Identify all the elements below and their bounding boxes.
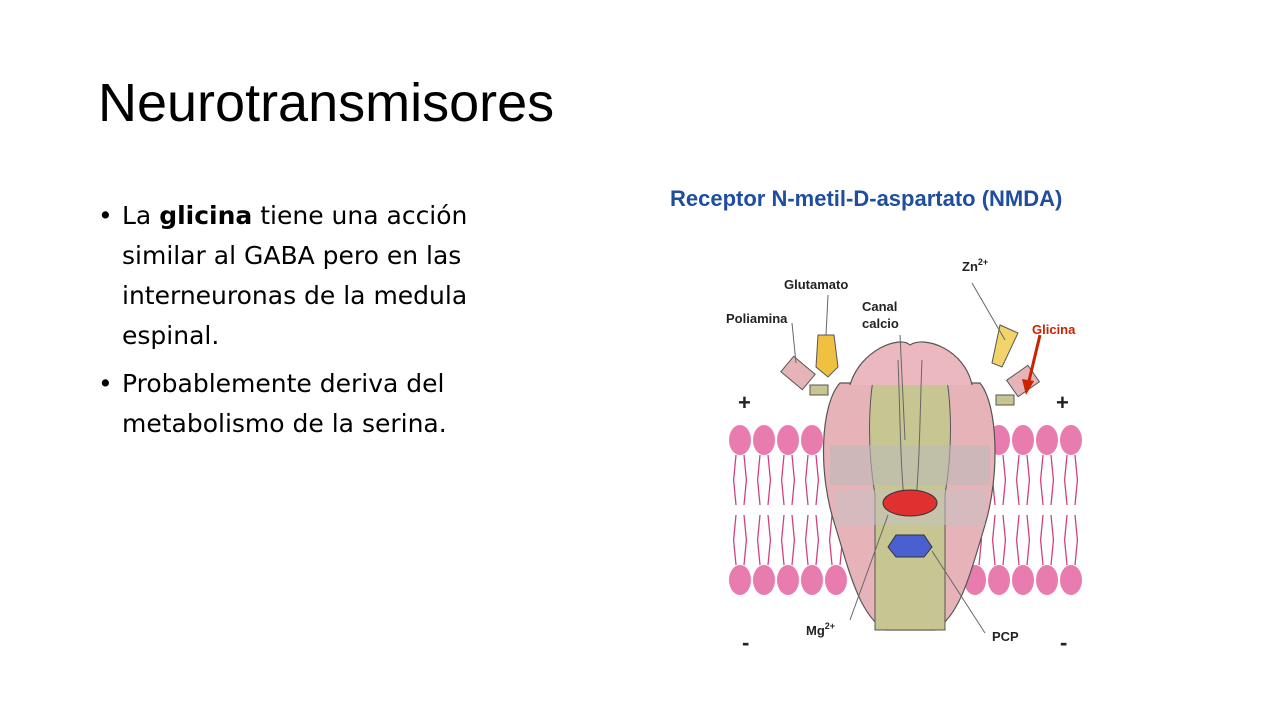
lipid-tail (804, 454, 809, 506)
label-minus-right: - (1060, 630, 1067, 655)
bullet-item: •Probablemente deriva del metabolismo de… (98, 364, 548, 444)
zn-site (991, 324, 1019, 368)
lipid-tail (1039, 454, 1044, 506)
membrane-lipid-heads (729, 425, 1082, 595)
lipid-head (988, 565, 1010, 595)
label-canal: Canal (862, 299, 897, 314)
lipid-tail (1039, 514, 1044, 566)
lipid-tail (991, 514, 996, 566)
lipid-tail (732, 514, 737, 566)
glicina-arrowhead-icon (1022, 379, 1034, 395)
lipid-tail (791, 514, 796, 566)
lipid-tail (767, 454, 772, 506)
label-pointers (791, 282, 1006, 634)
label-glicina: Glicina (1032, 322, 1076, 337)
lipid-tail (1002, 454, 1007, 506)
lipid-tail (804, 514, 809, 566)
lipid-tail (1074, 454, 1079, 506)
lipid-tail (1026, 514, 1031, 566)
label-zn: Zn2+ (962, 257, 988, 274)
lipid-head (753, 425, 775, 455)
lipid-tail (767, 514, 772, 566)
lipid-tail (1050, 514, 1055, 566)
lipid-tail (791, 454, 796, 506)
slide-title: Neurotransmisores (98, 73, 555, 133)
lipid-head (729, 565, 751, 595)
lipid-tail (732, 454, 737, 506)
nmda-receptor-diagram: Glutamato Poliamina Canal calcio Zn2+ Gl… (726, 257, 1082, 655)
bullet-dot-icon: • (98, 201, 113, 230)
label-plus-right: + (1056, 390, 1069, 415)
lipid-tail (756, 454, 761, 506)
glutamato-site (815, 334, 839, 378)
glicina-arrow-icon (1026, 334, 1042, 386)
lipid-tail (780, 514, 785, 566)
lipid-head (777, 425, 799, 455)
label-glutamato: Glutamato (784, 277, 848, 292)
mg-site (882, 489, 938, 517)
label-minus-left: - (742, 630, 749, 655)
lipid-head (777, 565, 799, 595)
lipid-head (1060, 425, 1082, 455)
lipid-tail (815, 454, 820, 506)
lipid-tail (815, 514, 820, 566)
bullet-item: •La glicina tiene una acción similar al … (98, 196, 548, 356)
lipid-tail (1063, 454, 1068, 506)
lipid-head (801, 425, 823, 455)
pcp-site (887, 534, 933, 558)
label-poliamina: Poliamina (726, 311, 788, 326)
lipid-tail (1074, 514, 1079, 566)
label-mg: Mg2+ (806, 621, 835, 638)
lipid-tail (1063, 514, 1068, 566)
label-pcp: PCP (992, 629, 1019, 644)
lipid-tail (828, 514, 833, 566)
lipid-head (825, 565, 847, 595)
lipid-tail (1015, 514, 1020, 566)
diagram-title: Receptor N-metil-D-aspartato (NMDA) (670, 186, 1063, 211)
lipid-head (729, 425, 751, 455)
lipid-tail (1050, 454, 1055, 506)
bullet-list: •La glicina tiene una acción similar al … (98, 196, 548, 452)
bold-term: glicina (159, 201, 253, 230)
lipid-head (753, 565, 775, 595)
lipid-tail (1002, 514, 1007, 566)
lipid-tail (1015, 454, 1020, 506)
lipid-tail (743, 454, 748, 506)
bullet-dot-icon: • (98, 369, 113, 398)
poliamina-site (780, 355, 829, 396)
lipid-head (801, 565, 823, 595)
lipid-head (1036, 565, 1058, 595)
label-plus-left: + (738, 390, 751, 415)
lipid-head (1012, 565, 1034, 595)
lipid-tail (1026, 454, 1031, 506)
lipid-head (1060, 565, 1082, 595)
glicina-site (995, 364, 1041, 406)
lipid-head (1036, 425, 1058, 455)
lipid-head (1012, 425, 1034, 455)
label-calcio: calcio (862, 316, 899, 331)
lipid-tail (756, 514, 761, 566)
lipid-tail (780, 454, 785, 506)
lipid-tail (743, 514, 748, 566)
